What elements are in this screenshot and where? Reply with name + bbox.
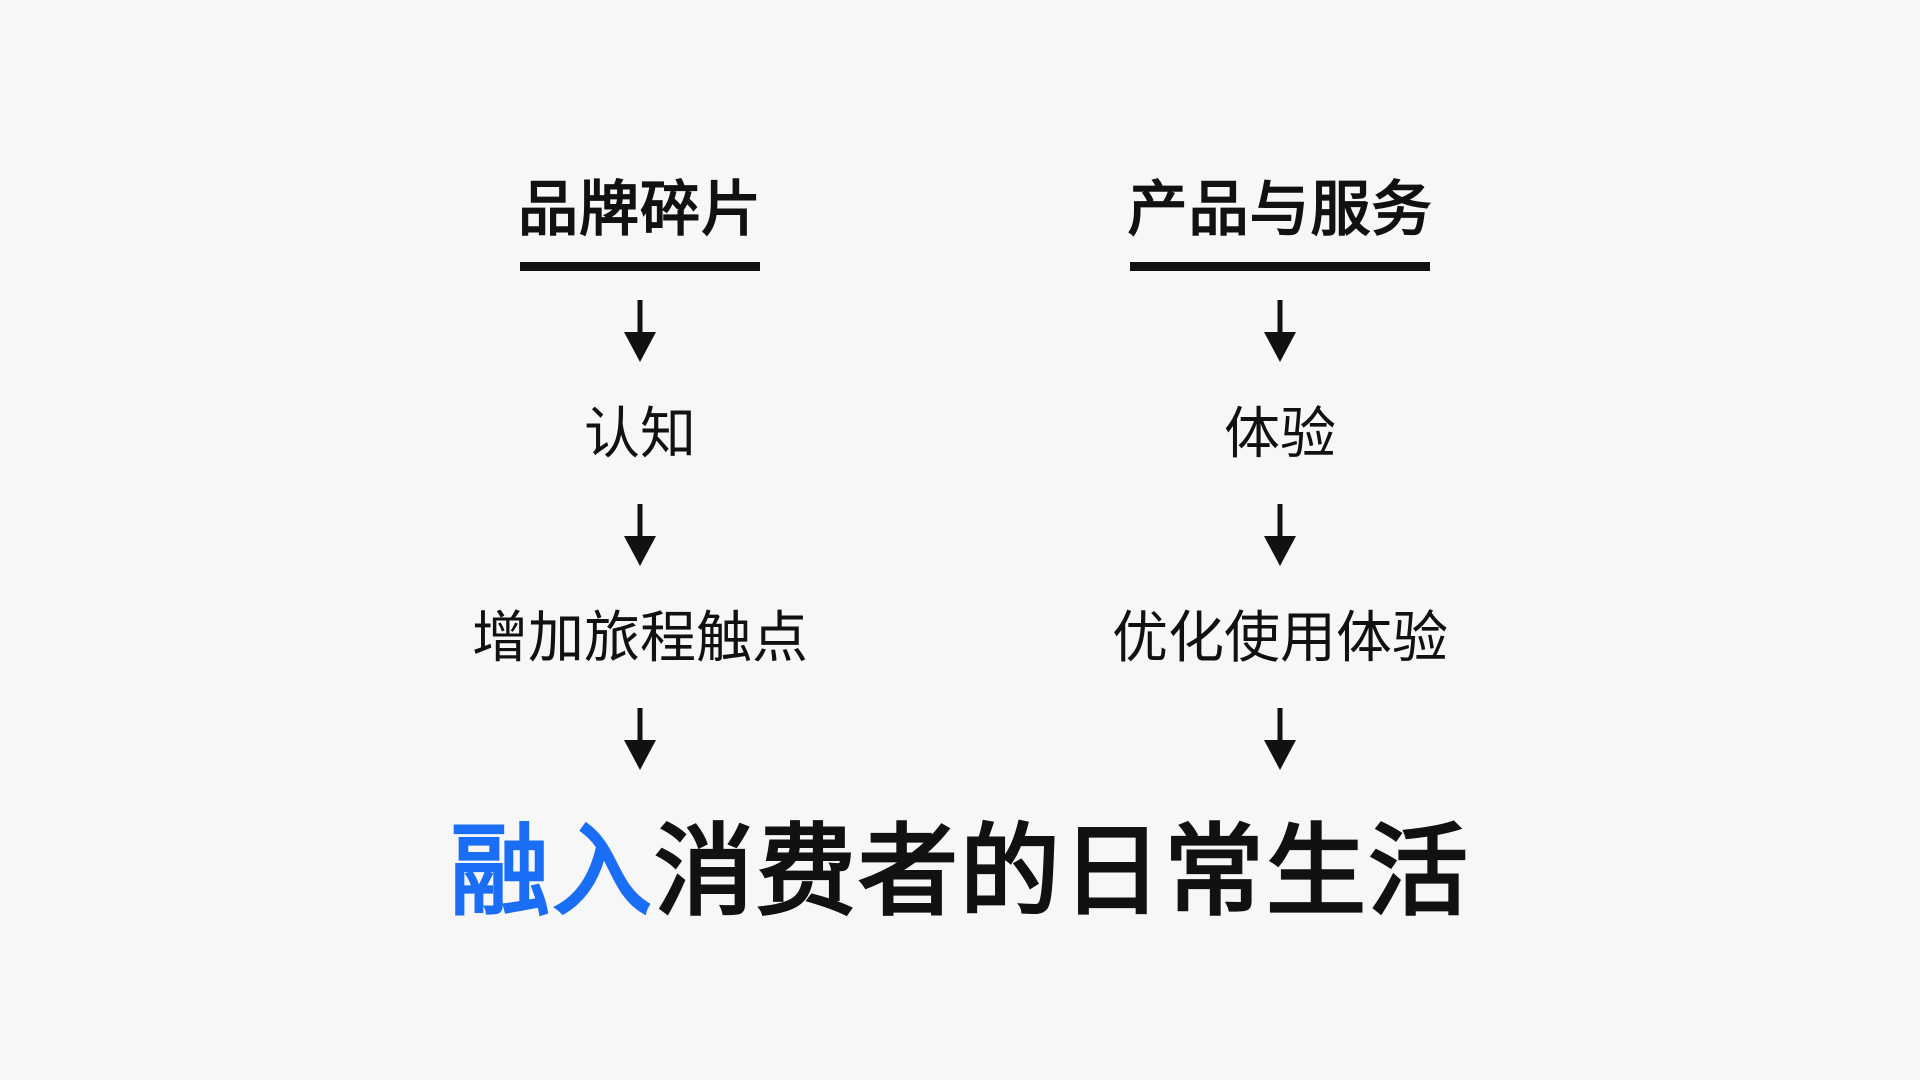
- step-text-right-1: 体验: [1224, 402, 1336, 467]
- step-text-left-1: 认知: [584, 402, 696, 467]
- arrow-down-icon: [624, 300, 656, 362]
- arrow-down-icon: [1264, 300, 1296, 362]
- heading-underline-left: [520, 262, 760, 271]
- arrow-down-icon: [624, 708, 656, 770]
- conclusion-rest-text: 消费者的日常生活: [654, 813, 1470, 930]
- right-column-product-service: 产品与服务 体验 优化使用体验: [1020, 0, 1540, 820]
- heading-underline-right: [1130, 262, 1430, 271]
- left-column-brand-fragments: 品牌碎片 认知 增加旅程触点: [380, 0, 900, 820]
- arrow-down-icon: [624, 504, 656, 566]
- conclusion-headline: 融入消费者的日常生活: [0, 812, 1920, 932]
- column-heading-right: 产品与服务: [1127, 175, 1433, 245]
- step-text-right-2: 优化使用体验: [1112, 606, 1448, 671]
- conclusion-accent-text: 融入: [450, 813, 654, 930]
- arrow-down-icon: [1264, 504, 1296, 566]
- arrow-down-icon: [1264, 708, 1296, 770]
- column-heading-left: 品牌碎片: [518, 175, 762, 245]
- step-text-left-2: 增加旅程触点: [472, 606, 808, 671]
